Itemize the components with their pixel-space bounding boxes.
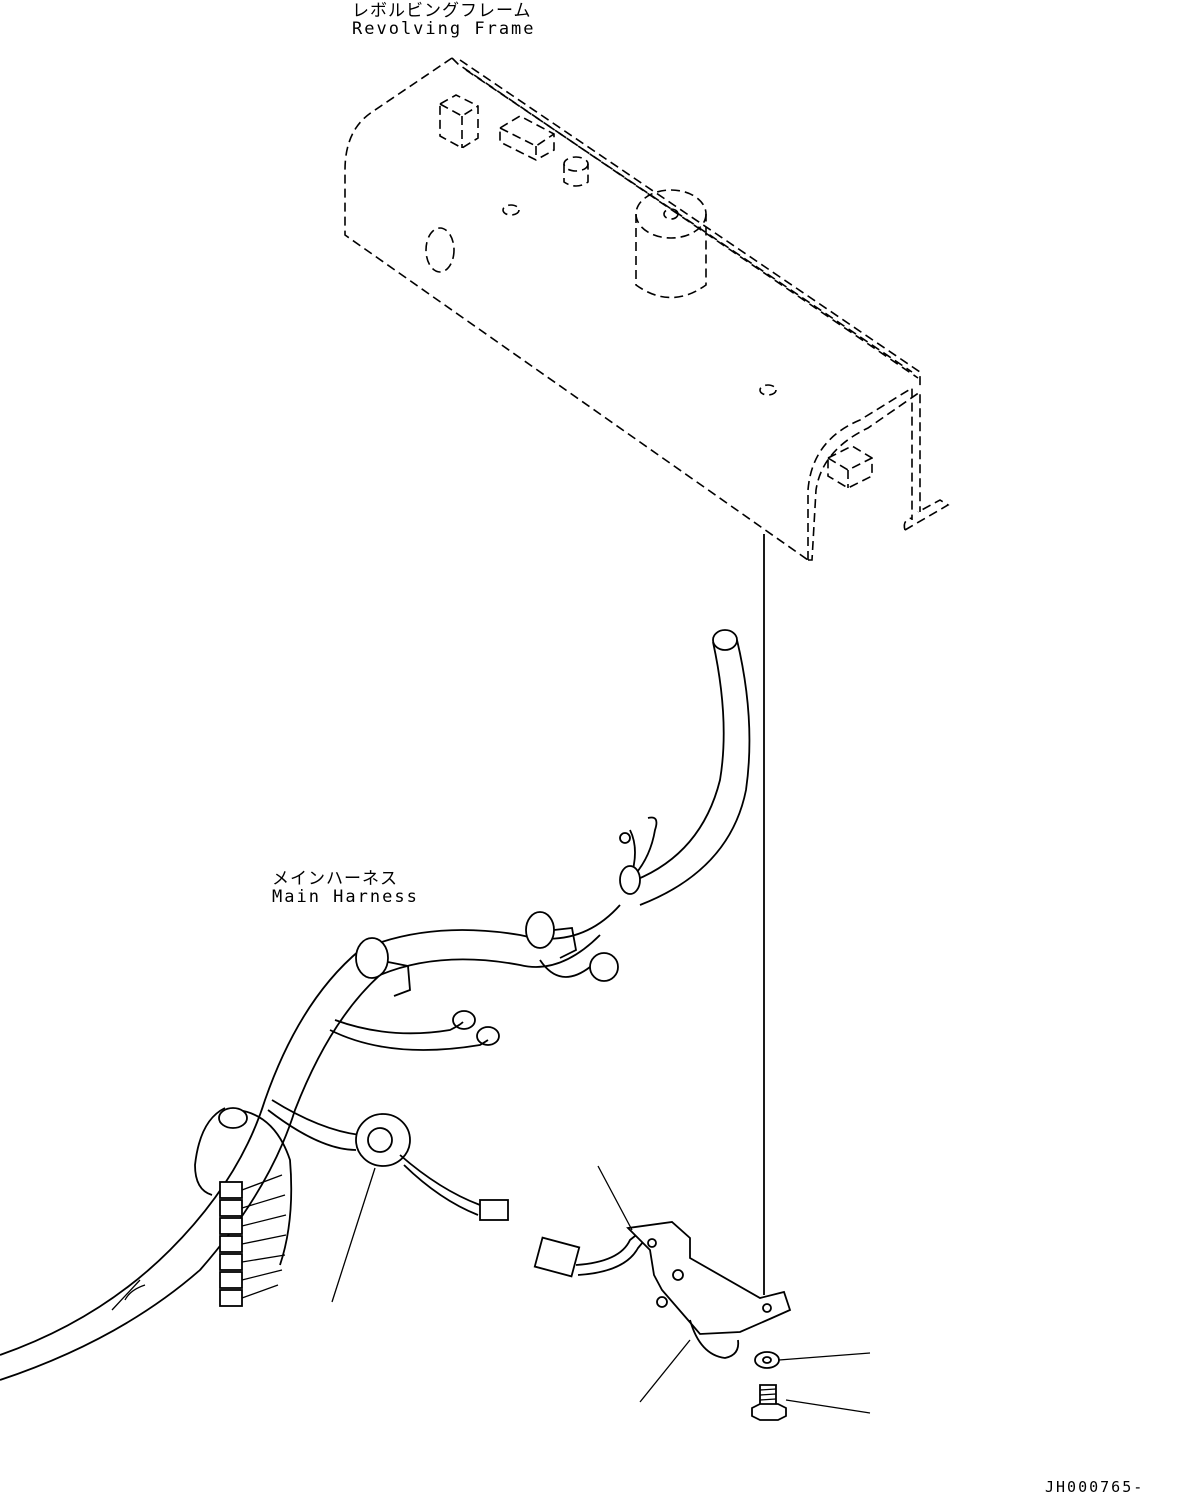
revolving-frame — [344, 57, 950, 561]
main-harness-label-en: Main Harness — [272, 887, 419, 907]
main-harness-label: メインハーネス Main Harness — [272, 870, 419, 906]
main-harness-label-jp: メインハーネス — [272, 869, 398, 889]
revolving-frame-label-jp: レボルビングフレーム — [352, 1, 532, 21]
connector-stack — [219, 1174, 287, 1307]
switch-assembly — [533, 1165, 871, 1421]
revolving-frame-label: レボルビングフレーム Revolving Frame — [352, 2, 536, 38]
main-harness — [0, 629, 751, 1381]
drawing-code: JH000765- — [1045, 1478, 1145, 1496]
revolving-frame-label-en: Revolving Frame — [352, 19, 536, 39]
